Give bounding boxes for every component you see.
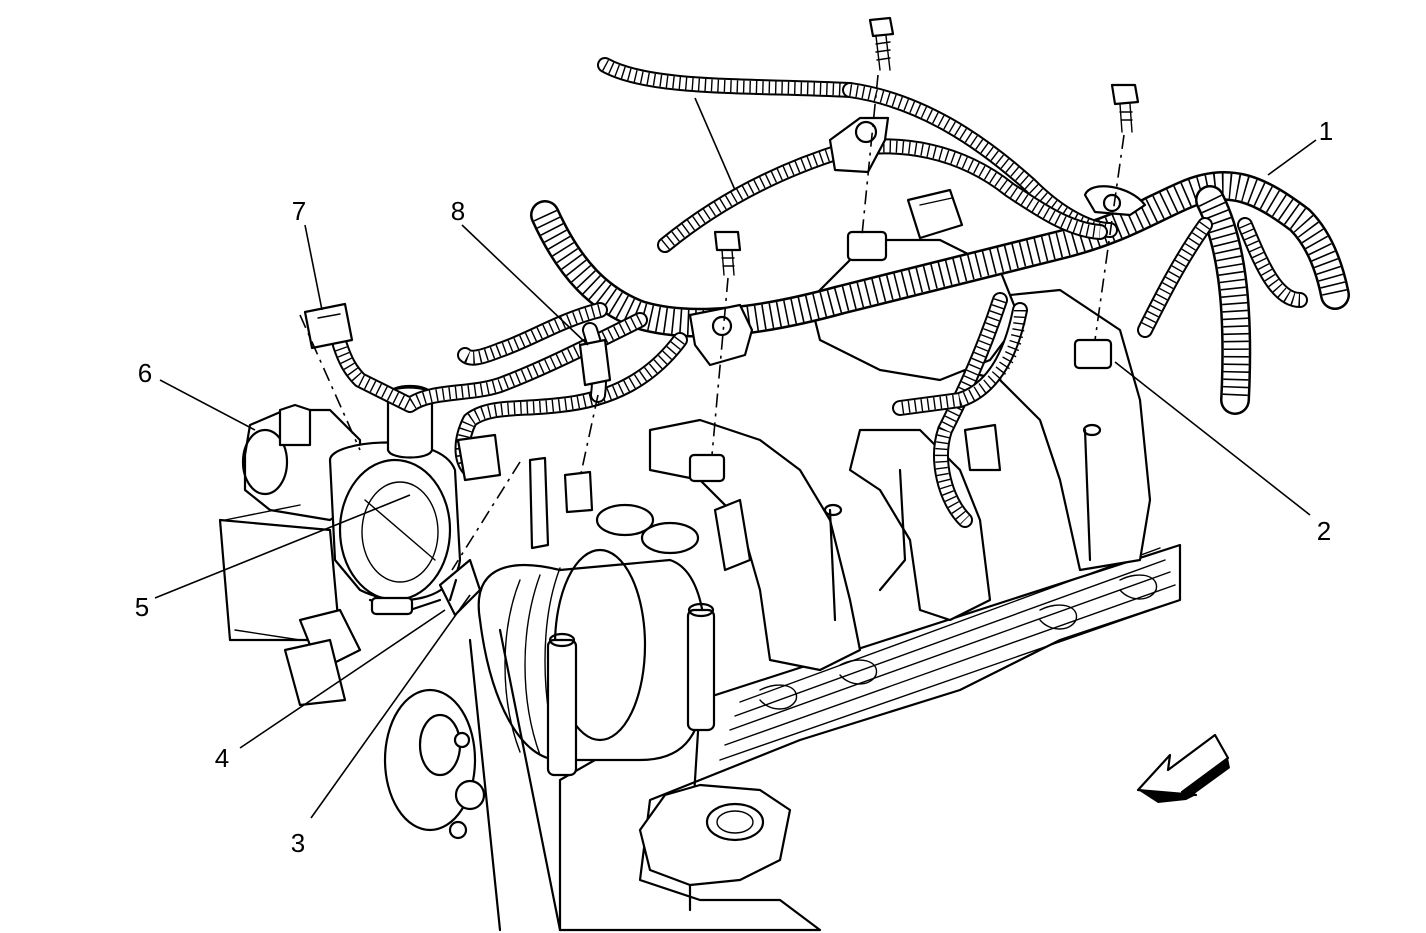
air-intake-tube [468, 503, 716, 932]
front-arrow-icon [1136, 733, 1230, 803]
water-outlet [638, 783, 792, 912]
harness-clips [688, 116, 1147, 367]
callout-8: 8 [450, 196, 466, 226]
callout-3: 3 [290, 828, 306, 858]
throttle-body [218, 403, 462, 707]
callout-7: 7 [291, 196, 307, 226]
bolts [713, 16, 1140, 276]
callout-1: 1 [1318, 116, 1334, 146]
callout-6: 6 [137, 358, 153, 388]
callout-leaders [154, 97, 1317, 819]
callout-4: 4 [214, 743, 230, 773]
accessory-pulley [383, 558, 486, 840]
callout-5: 5 [134, 592, 150, 622]
harness-connectors [303, 188, 964, 550]
callout-2: 2 [1316, 516, 1332, 546]
assembly-lines [299, 74, 1125, 571]
